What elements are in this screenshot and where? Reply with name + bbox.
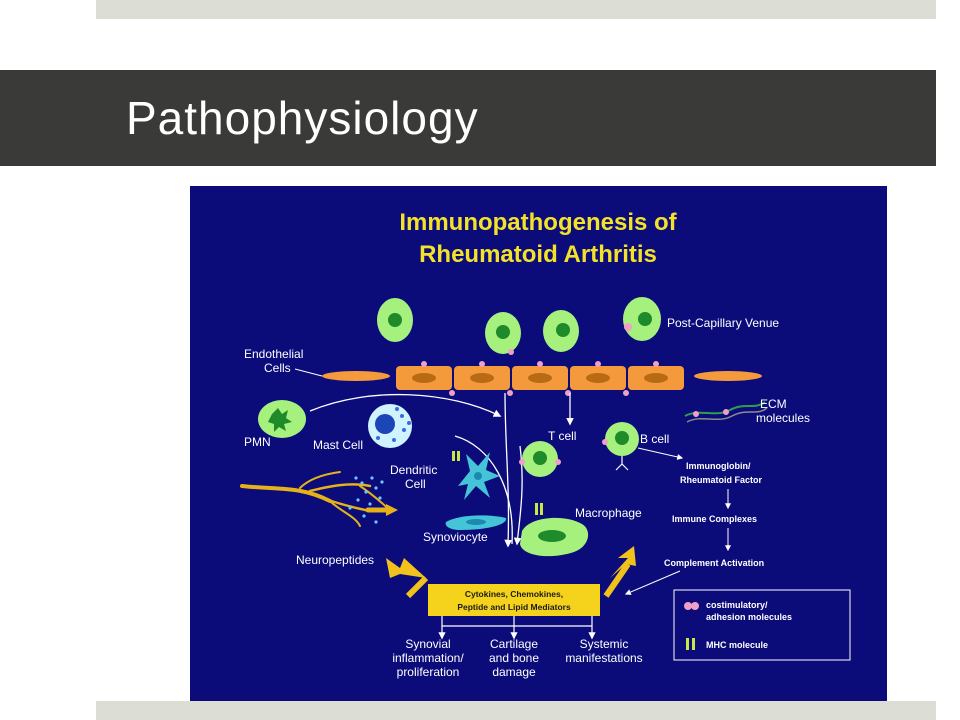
outcome-arrows [438,616,596,640]
label-ecm-line1: ECM [760,397,787,411]
label-endothelial-line2: Cells [264,361,291,375]
mast-cell [368,404,412,448]
yellow-arrow-left-shaft [405,575,429,599]
b-cell [602,422,639,471]
legend-costim-line2: adhesion molecules [706,612,792,622]
legend-costim-line1: costimulatory/ [706,600,768,610]
label-pmn: PMN [244,435,271,449]
pmn-cell [258,400,306,438]
outcome2-line2: and bone [489,651,539,665]
label-immune-complexes: Immune Complexes [672,514,757,524]
yellow-arrow-right-shaft [603,562,631,598]
label-synoviocyte: Synoviocyte [423,530,488,544]
outcome3-line2: manifestations [565,651,642,665]
figure-title-line2: Rheumatoid Arthritis [419,241,657,268]
outcome1-line2: inflammation/ [392,651,464,665]
circulating-cells [377,297,661,355]
ecm-molecules-graphic [684,401,768,423]
label-b-cell: B cell [640,432,669,446]
label-macrophage: Macrophage [575,506,642,520]
label-endothelial-line1: Endothelial [244,347,303,361]
endothelial-cells [322,361,762,396]
b-cell-arrow [637,447,684,460]
synoviocyte-cell [445,515,507,530]
outcome2-line3: damage [492,665,536,679]
yellow-arrow-right [610,546,636,578]
label-t-cell: T cell [548,429,576,443]
legend-mhc-label: MHC molecule [706,640,768,650]
bottom-decorative-bar [96,701,936,720]
top-decorative-bar [96,0,936,19]
neuropeptide-dots [348,476,384,524]
arrow-from-complement [624,570,681,595]
label-dendritic-line1: Dendritic [390,463,437,477]
macrophage-cell [520,503,589,557]
outcome2-line1: Cartilage [490,637,538,651]
legend-mhc-swatch [686,638,689,650]
label-neuropeptides: Neuropeptides [296,553,374,567]
outcome1-line1: Synovial [405,637,450,651]
nerve-arrowhead [386,504,398,516]
legend-costim-swatch [684,602,692,610]
dendritic-cell [452,451,500,500]
label-complement-activation: Complement Activation [664,558,764,568]
nerve-ending-graphic [240,471,391,527]
ra-diagram-svg: Immunopathogenesis of Rheumatoid Arthrit… [190,186,887,708]
outcome3-line1: Systemic [580,637,629,651]
label-mast-cell: Mast Cell [313,438,363,452]
mediator-box-line1: Cytokines, Chemokines, [465,589,563,599]
ra-diagram-figure: Immunopathogenesis of Rheumatoid Arthrit… [190,186,887,708]
label-immunoglobin-line2: Rheumatoid Factor [680,475,763,485]
label-ecm-line2: molecules [756,411,810,425]
yellow-arrow-left [386,558,426,578]
outcome1-line3: proliferation [397,665,460,679]
mediator-box [428,584,600,616]
migration-arrows [309,392,574,548]
mediator-box-line2: Peptide and Lipid Mediators [457,602,571,612]
title-band [0,70,936,166]
label-immunoglobin-line1: Immunoglobin/ [686,461,751,471]
legend: costimulatory/ adhesion molecules MHC mo… [673,589,851,661]
figure-title-line1: Immunopathogenesis of [399,209,677,236]
t-cell [519,441,561,477]
slide-title: Pathophysiology [126,92,479,144]
label-post-capillary-venue: Post-Capillary Venue [667,316,779,330]
endothelial-pointer [294,368,323,377]
label-dendritic-line2: Cell [405,477,426,491]
